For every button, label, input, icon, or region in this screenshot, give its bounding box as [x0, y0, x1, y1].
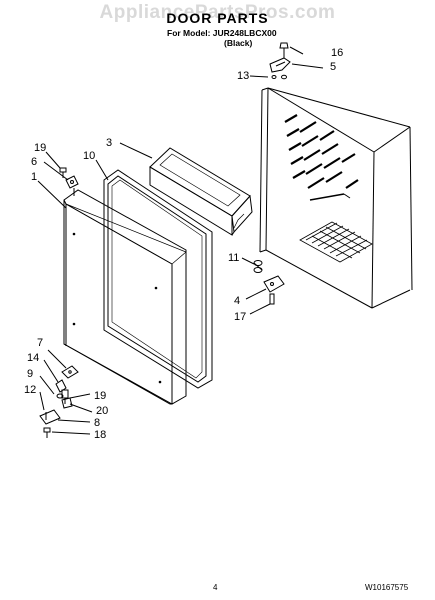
variant-label: (Black)	[224, 38, 253, 48]
door-gasket	[95, 159, 213, 389]
callout-5: 5	[330, 61, 337, 73]
document-number: W10167575	[365, 583, 409, 592]
callout-6: 6	[31, 156, 38, 168]
door-panel	[37, 180, 187, 405]
callout-18: 18	[94, 429, 107, 441]
lower-hinge-right	[241, 257, 285, 315]
callout-7: 7	[37, 337, 44, 349]
upper-left-fasteners	[43, 151, 79, 196]
door-bin	[119, 142, 253, 236]
callout-12: 12	[24, 384, 37, 396]
upper-hinge	[249, 42, 324, 80]
cabinet	[259, 87, 413, 309]
page-title: DOOR PARTS	[166, 10, 269, 26]
callout-14: 14	[27, 352, 40, 364]
callout-10: 10	[83, 150, 96, 162]
callout-8: 8	[94, 417, 101, 429]
page-number: 4	[213, 583, 218, 592]
callout-16: 16	[331, 47, 344, 59]
callout-20: 20	[96, 405, 109, 417]
watermark: AppliancePartsPros.com	[99, 2, 336, 23]
callout-11: 11	[228, 252, 240, 264]
callout-9: 9	[27, 368, 34, 380]
lower-left-fasteners	[39, 349, 93, 438]
callout-3: 3	[106, 137, 113, 149]
callout-19-upper: 19	[34, 142, 47, 154]
callout-19-lower: 19	[94, 390, 107, 402]
model-label: For Model: JUR248LBCX00	[167, 28, 277, 38]
callout-17: 17	[234, 311, 247, 323]
callout-4: 4	[234, 295, 241, 307]
callout-1: 1	[31, 171, 38, 183]
callout-13: 13	[237, 70, 250, 82]
